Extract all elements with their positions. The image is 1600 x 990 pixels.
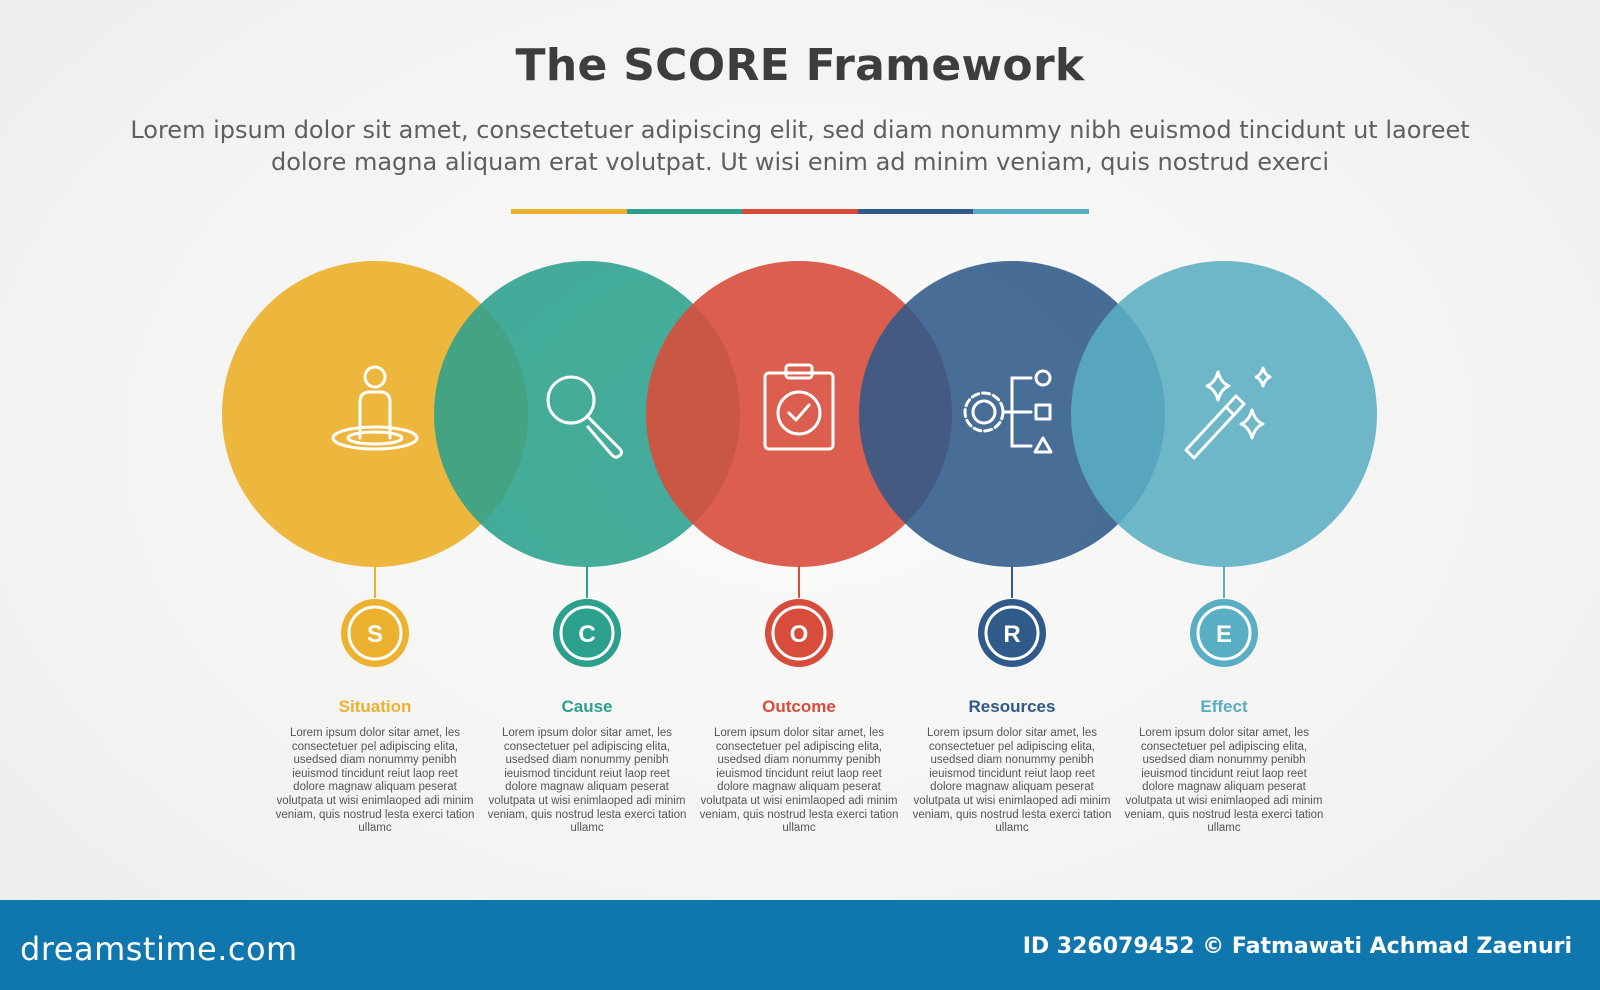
step-description-outcome: Lorem ipsum dolor sitar amet, les consec… bbox=[699, 727, 899, 835]
step-title-cause: Cause bbox=[561, 697, 613, 716]
magic-wand-icon bbox=[1184, 366, 1272, 460]
circle-situation bbox=[222, 261, 528, 567]
footer-credit: ID 326079452 © Fatmawati Achmad Zaenuri bbox=[1022, 934, 1572, 959]
step-description-effect: Lorem ipsum dolor sitar amet, les consec… bbox=[1124, 727, 1324, 835]
page-subtitle: Lorem ipsum dolor sit amet, consectetuer… bbox=[130, 116, 1470, 176]
footer-banner: dreamstime.com ID 326079452 © Fatmawati … bbox=[0, 900, 1600, 990]
badge-letter-s: S bbox=[367, 621, 383, 648]
badge-o: O bbox=[765, 599, 833, 667]
big-circles bbox=[222, 261, 1377, 567]
badge-e: E bbox=[1190, 599, 1258, 667]
accent-segment-1 bbox=[511, 209, 627, 214]
accent-segment-4 bbox=[857, 209, 974, 214]
step-description-situation: Lorem ipsum dolor sitar amet, les consec… bbox=[275, 727, 475, 835]
step-title-resources: Resources bbox=[968, 697, 1056, 716]
accent-color-bar bbox=[511, 209, 1089, 214]
gear-shapes-icon bbox=[963, 369, 1053, 454]
circle-cause bbox=[434, 261, 740, 567]
step-title-outcome: Outcome bbox=[762, 697, 836, 716]
step-description-cause: Lorem ipsum dolor sitar amet, les consec… bbox=[487, 727, 687, 835]
footer-logo[interactable]: dreamstime.com bbox=[20, 930, 298, 968]
person-standing-on-spot-icon bbox=[331, 365, 419, 451]
step-title-situation: Situation bbox=[338, 697, 412, 716]
clipboard-check-icon bbox=[763, 363, 835, 451]
badge-letter-r: R bbox=[1003, 621, 1020, 648]
magnifying-glass-icon bbox=[546, 375, 623, 459]
step-title-effect: Effect bbox=[1200, 697, 1248, 716]
page-title: The SCORE Framework bbox=[515, 40, 1085, 91]
circle-outcome bbox=[646, 261, 952, 567]
badge-s: S bbox=[341, 599, 409, 667]
circle-effect bbox=[1071, 261, 1377, 567]
letter-badges: S C O R E bbox=[341, 599, 1258, 667]
accent-segment-2 bbox=[626, 209, 743, 214]
accent-segment-5 bbox=[973, 209, 1089, 214]
step-description-resources: Lorem ipsum dolor sitar amet, les consec… bbox=[912, 727, 1112, 835]
badge-letter-e: E bbox=[1216, 621, 1232, 648]
connector-lines bbox=[374, 566, 1225, 598]
badge-letter-c: C bbox=[578, 621, 595, 648]
badge-r: R bbox=[978, 599, 1046, 667]
badge-letter-o: O bbox=[790, 621, 809, 648]
score-diagram: S C O R E bbox=[222, 261, 1377, 667]
accent-segment-3 bbox=[742, 209, 858, 214]
badge-c: C bbox=[553, 599, 621, 667]
